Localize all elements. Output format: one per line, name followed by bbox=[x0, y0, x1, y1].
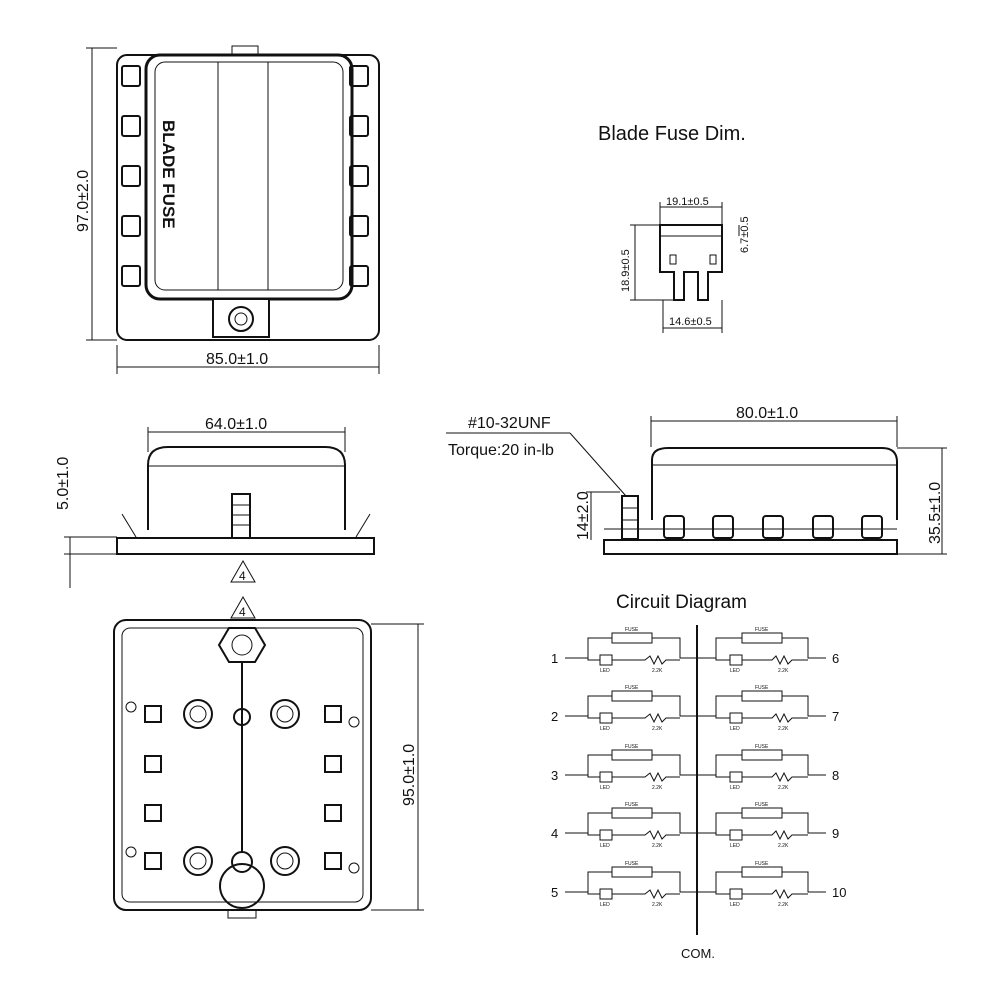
svg-text:LED: LED bbox=[730, 726, 740, 732]
side-stud bbox=[231, 493, 251, 539]
svg-text:FUSE: FUSE bbox=[755, 627, 769, 633]
circuit-diagram: Circuit Diagram COM. 1 FUSE LED 2.2K 2 bbox=[551, 592, 846, 961]
top-width-dim: 85.0±1.0 bbox=[206, 351, 268, 368]
svg-text:FUSE: FUSE bbox=[625, 685, 639, 691]
stud-nut bbox=[228, 306, 254, 332]
left-terminals bbox=[121, 65, 141, 287]
svg-text:LED: LED bbox=[730, 785, 740, 791]
section-marker-bottom bbox=[230, 595, 256, 619]
circuit-branch-6: FUSE LED 2.2K 6 bbox=[697, 627, 839, 674]
svg-text:LED: LED bbox=[600, 668, 610, 674]
terminal-number: 7 bbox=[832, 709, 839, 724]
side-height-dim: 35.5±1.0 bbox=[927, 482, 944, 544]
left-branches: 1 FUSE LED 2.2K 2 FUSE LED 2.2K bbox=[551, 627, 697, 908]
svg-text:FUSE: FUSE bbox=[755, 861, 769, 867]
fuse-cover-inner bbox=[154, 61, 344, 291]
svg-text:FUSE: FUSE bbox=[625, 861, 639, 867]
side-cover bbox=[147, 446, 346, 530]
terminal-number: 2 bbox=[551, 709, 558, 724]
svg-text:LED: LED bbox=[600, 843, 610, 849]
circuit-branch-2: 2 FUSE LED 2.2K bbox=[551, 685, 697, 732]
torque-label: Torque:20 in-lb bbox=[448, 442, 554, 459]
blade-fuse-label: BLADE FUSE bbox=[159, 120, 178, 229]
bottom-slots bbox=[144, 705, 342, 870]
side-cover-2 bbox=[651, 447, 898, 520]
side-view-2: #10-32UNF Torque:20 in-lb 80.0±1.0 14±2.… bbox=[446, 405, 947, 555]
mounting-boss bbox=[212, 298, 270, 338]
top-height-dim: 97.0±2.0 bbox=[75, 170, 92, 232]
circuit-branch-4: 4 FUSE LED 2.2K bbox=[551, 802, 697, 849]
circuit-branch-5: 5 FUSE LED 2.2K bbox=[551, 861, 697, 908]
side-base-dim: 5.0±1.0 bbox=[55, 457, 72, 510]
circuit-branch-1: 1 FUSE LED 2.2K bbox=[551, 627, 697, 674]
bottom-view: 4 95.0±1.0 bbox=[113, 595, 424, 919]
side-width-dim: 64.0±1.0 bbox=[205, 416, 267, 433]
side-base-2 bbox=[603, 539, 898, 555]
mount-hole bbox=[219, 863, 265, 909]
stud-height-dim: 14±2.0 bbox=[575, 491, 592, 540]
svg-text:FUSE: FUSE bbox=[755, 685, 769, 691]
terminal-number: 4 bbox=[551, 826, 558, 841]
bottom-height-dim: 95.0±1.0 bbox=[401, 744, 418, 806]
svg-text:LED: LED bbox=[730, 843, 740, 849]
terminal-number: 1 bbox=[551, 651, 558, 666]
svg-text:2.2K: 2.2K bbox=[652, 726, 663, 732]
blade-fuse-dim: Blade Fuse Dim. 19.1±0.5 6.7±0.5 18.9±0.… bbox=[598, 123, 751, 333]
svg-text:LED: LED bbox=[600, 785, 610, 791]
svg-text:FUSE: FUSE bbox=[625, 627, 639, 633]
circuit-branch-8: FUSE LED 2.2K 8 bbox=[697, 744, 839, 791]
svg-text:LED: LED bbox=[600, 902, 610, 908]
svg-text:2.2K: 2.2K bbox=[778, 902, 789, 908]
terminal-number: 8 bbox=[832, 768, 839, 783]
side-stud-2 bbox=[621, 495, 639, 540]
svg-text:2.2K: 2.2K bbox=[778, 668, 789, 674]
top-view-tab bbox=[231, 45, 259, 55]
terminal-number: 10 bbox=[832, 885, 846, 900]
terminal-number: 9 bbox=[832, 826, 839, 841]
svg-text:FUSE: FUSE bbox=[755, 802, 769, 808]
fuse-width-dim: 19.1±0.5 bbox=[666, 196, 709, 208]
circuit-branch-9: FUSE LED 2.2K 9 bbox=[697, 802, 839, 849]
side-terminals bbox=[663, 515, 883, 539]
blade-fuse-title: Blade Fuse Dim. bbox=[598, 123, 746, 145]
right-terminals bbox=[349, 65, 369, 287]
svg-text:2.2K: 2.2K bbox=[652, 843, 663, 849]
circuit-branch-7: FUSE LED 2.2K 7 bbox=[697, 685, 839, 732]
terminal-number: 6 bbox=[832, 651, 839, 666]
side-view: 64.0±1.0 5.0±1.0 4 bbox=[55, 416, 375, 588]
terminal-number: 5 bbox=[551, 885, 558, 900]
svg-text:2.2K: 2.2K bbox=[778, 785, 789, 791]
svg-text:LED: LED bbox=[600, 726, 610, 732]
length-dim: 80.0±1.0 bbox=[736, 405, 798, 422]
section-marker-top-label: 4 bbox=[239, 569, 246, 583]
thread-label: #10-32UNF bbox=[468, 415, 551, 432]
fuse-shape bbox=[659, 224, 723, 301]
terminal-number: 3 bbox=[551, 768, 558, 783]
svg-text:LED: LED bbox=[730, 668, 740, 674]
svg-text:FUSE: FUSE bbox=[755, 744, 769, 750]
top-view: BLADE FUSE 97.0±2.0 85.0±1.0 bbox=[75, 45, 380, 374]
common-label: COM. bbox=[681, 946, 715, 961]
circuit-branch-3: 3 FUSE LED 2.2K bbox=[551, 744, 697, 791]
svg-text:FUSE: FUSE bbox=[625, 802, 639, 808]
fuse-leg-dim: 14.6±0.5 bbox=[669, 316, 712, 328]
hex-nut bbox=[217, 627, 267, 663]
svg-text:LED: LED bbox=[730, 902, 740, 908]
right-branches: FUSE LED 2.2K 6 FUSE LED 2.2K 7 FUSE bbox=[697, 627, 846, 908]
fuse-head-dim: 6.7±0.5 bbox=[739, 216, 751, 253]
circuit-title: Circuit Diagram bbox=[616, 592, 747, 613]
section-marker-bottom-label: 4 bbox=[239, 605, 246, 619]
side-base bbox=[116, 537, 375, 555]
section-marker-top bbox=[230, 559, 256, 583]
svg-text:2.2K: 2.2K bbox=[652, 668, 663, 674]
svg-text:2.2K: 2.2K bbox=[652, 785, 663, 791]
svg-text:2.2K: 2.2K bbox=[652, 902, 663, 908]
fuse-height-dim: 18.9±0.5 bbox=[620, 249, 632, 292]
svg-text:2.2K: 2.2K bbox=[778, 726, 789, 732]
svg-text:FUSE: FUSE bbox=[625, 744, 639, 750]
svg-text:2.2K: 2.2K bbox=[778, 843, 789, 849]
circuit-branch-10: FUSE LED 2.2K 10 bbox=[697, 861, 846, 908]
